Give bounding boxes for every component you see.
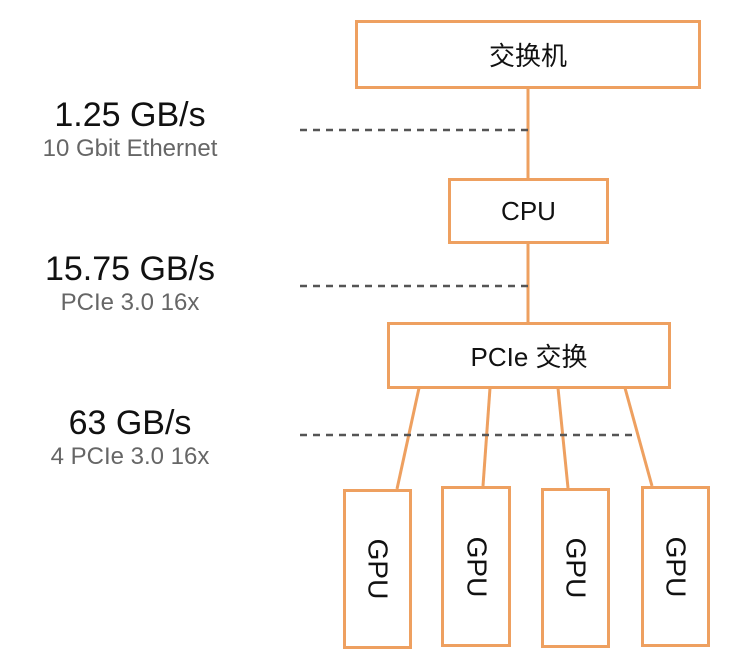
bandwidth-link: 4 PCIe 3.0 16x — [50, 443, 210, 470]
pcie-switch-label: PCIe 交换 — [470, 342, 588, 372]
bandwidth-pcie: 15.75 GB/s PCIe 3.0 16x — [0, 250, 265, 317]
bandwidth-link: 10 Gbit Ethernet — [42, 135, 218, 162]
bandwidth-link: PCIe 3.0 16x — [60, 289, 200, 316]
gpu-label: GPU — [660, 536, 692, 597]
bandwidth-rate: 15.75 GB/s — [44, 250, 216, 288]
link-pcie-gpu2 — [481, 387, 492, 487]
switch-label: 交换机 — [488, 41, 567, 71]
bandwidth-ethernet: 1.25 GB/s 10 Gbit Ethernet — [0, 96, 265, 163]
bandwidth-gpu: 63 GB/s 4 PCIe 3.0 16x — [0, 404, 265, 471]
switch-node: 交换机 — [355, 20, 701, 89]
pcie-switch-node: PCIe 交换 — [387, 322, 671, 389]
gpu-label: GPU — [461, 536, 492, 597]
gpu-node: GPU — [441, 486, 511, 647]
gpu-node: GPU — [541, 488, 610, 648]
link-pcie-gpu4 — [623, 387, 654, 487]
link-pcie-gpu3 — [556, 387, 570, 489]
gpu-label: GPU — [362, 538, 394, 600]
bandwidth-rate: 1.25 GB/s — [54, 96, 206, 134]
cpu-node: CPU — [448, 178, 609, 244]
gpu-node: GPU — [343, 489, 412, 649]
bandwidth-rate: 63 GB/s — [68, 404, 192, 442]
link-pcie-gpu1 — [395, 387, 421, 490]
gpu-node: GPU — [641, 486, 710, 647]
cpu-label: CPU — [501, 195, 556, 226]
gpu-label: GPU — [560, 537, 592, 599]
